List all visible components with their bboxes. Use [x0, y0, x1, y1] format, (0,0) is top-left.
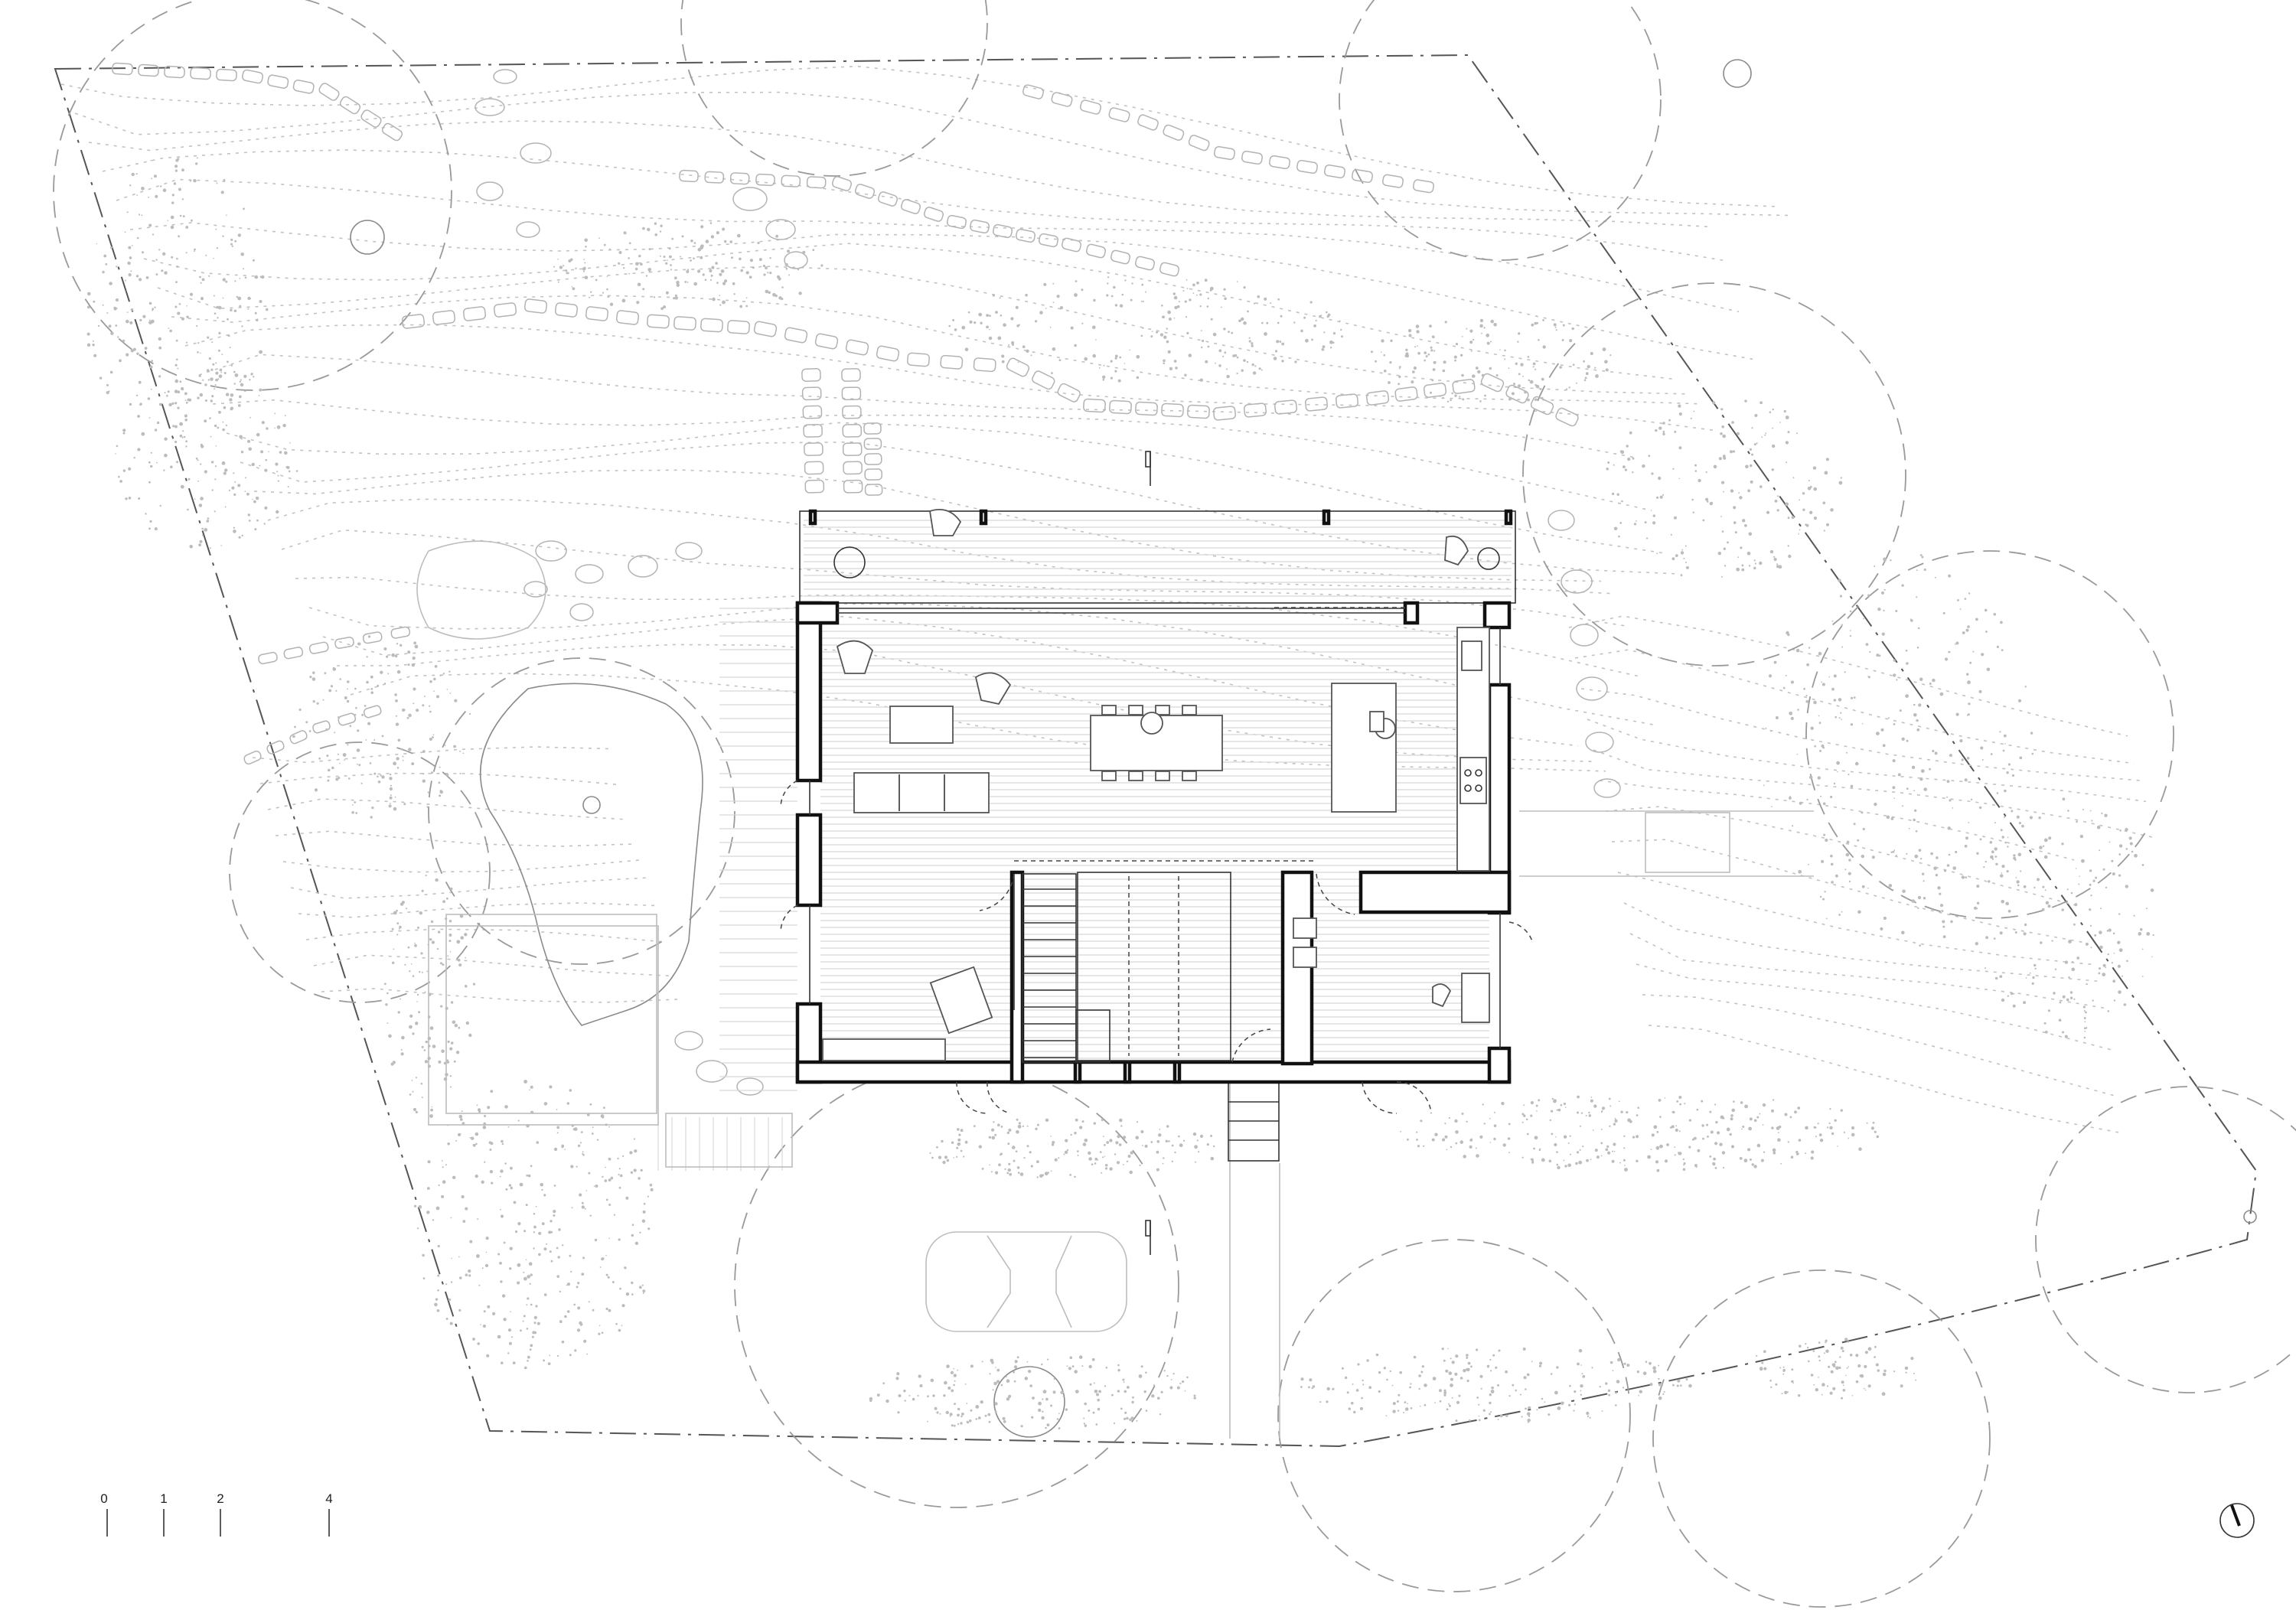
kitchen-island-icon — [1331, 683, 1397, 813]
tree-canopy-icon — [1652, 1269, 1991, 1608]
site-boundary — [54, 54, 2258, 1448]
wall-north-west — [795, 601, 823, 783]
tree-trunk — [993, 1366, 1065, 1438]
wall-stair — [1009, 870, 1025, 1084]
bed-icon — [1293, 917, 1317, 968]
tree-canopy-icon — [2035, 1086, 2296, 1393]
tree-canopies — [53, 0, 2296, 1608]
tree-trunk — [1723, 59, 1752, 88]
wall-ne-pier — [1403, 601, 1420, 625]
wall-west-mid — [795, 813, 823, 908]
car-icon — [925, 1231, 1127, 1332]
scale-tick-label: 0 — [100, 1491, 107, 1506]
entry-steps — [1228, 1082, 1280, 1162]
dining-table-icon — [1090, 705, 1223, 781]
tree-trunk — [582, 796, 601, 814]
scale-tick-label: 1 — [160, 1491, 167, 1506]
pond — [416, 540, 703, 1026]
tree-canopy-icon — [53, 0, 452, 391]
sofa-icon — [853, 772, 990, 813]
west-terrace — [657, 608, 797, 1171]
planting-beds — [86, 157, 2154, 1429]
east-steps — [1519, 810, 1814, 877]
terrain-contours — [60, 65, 2153, 1134]
tree-canopy-icon — [680, 0, 988, 177]
kitchen-counter — [1456, 627, 1490, 872]
armchair-icon — [928, 508, 962, 536]
planter — [1477, 547, 1500, 570]
staircase-icon — [1013, 873, 1110, 1063]
tree-canopy-icon — [1277, 1239, 1631, 1592]
wall-east-south — [1487, 1046, 1512, 1084]
stepping-stone-paths — [112, 62, 1621, 1096]
wall-kitchen-return — [1358, 870, 1512, 914]
desk — [1432, 973, 1490, 1023]
wall-north-east-corner — [1482, 601, 1512, 630]
tree-trunk — [2243, 1210, 2257, 1224]
north-deck — [799, 510, 1516, 604]
courtyard-void — [1077, 872, 1231, 1061]
tree-canopy-icon — [428, 657, 735, 965]
wall-bedroom — [1280, 870, 1314, 1066]
armchair-icon — [836, 640, 1012, 706]
tree-trunk — [350, 220, 385, 255]
scale-tick-label: 2 — [217, 1491, 223, 1506]
bench — [822, 1038, 946, 1061]
armchair-icon — [929, 966, 993, 1035]
driveway — [925, 1083, 1280, 1439]
north-arrow-icon — [2219, 1503, 2255, 1538]
wall-south — [795, 1060, 1512, 1084]
armchair-icon — [1444, 535, 1469, 566]
coffee-table — [889, 706, 954, 744]
tree-canopy-icon — [229, 741, 491, 1003]
house — [780, 508, 1533, 1114]
tree-canopy-icon — [1805, 550, 2174, 919]
raised-bed — [428, 914, 793, 1168]
tree-canopy-icon — [1522, 282, 1906, 666]
scale-tick-label: 4 — [325, 1491, 332, 1506]
scale-bar: 0 1 2 4 — [100, 1491, 333, 1537]
planter — [833, 546, 866, 578]
tree-canopy-icon — [1339, 0, 1662, 261]
wall-north-corner — [795, 601, 840, 625]
tree-canopy-icon — [734, 1063, 1179, 1508]
